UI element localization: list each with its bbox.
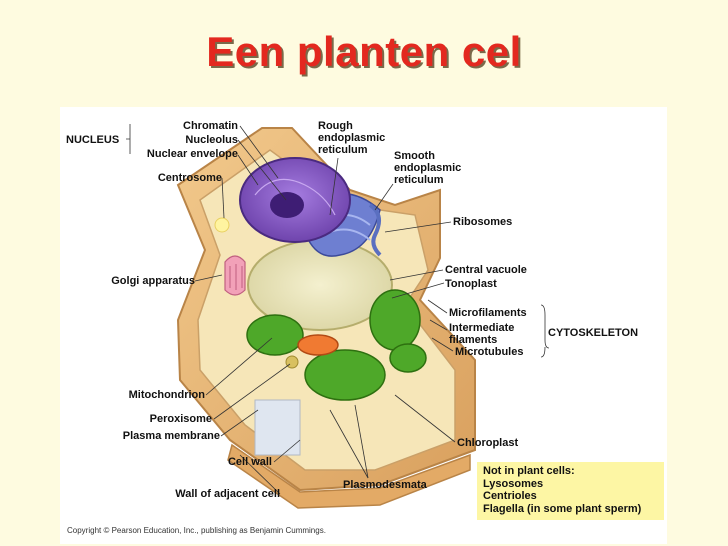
label-rough-er-2: endoplasmic [318, 132, 386, 144]
label-cytoskeleton: CYTOSKELETON [548, 327, 639, 339]
label-nuclear-envelope: Nuclear envelope [146, 148, 238, 160]
note-item: Flagella (in some plant sperm) [483, 502, 642, 515]
label-peroxisome: Peroxisome [149, 413, 212, 425]
label-smooth-er-3: reticulum [394, 174, 444, 186]
copyright-text: Copyright © Pearson Education, Inc., pub… [67, 526, 326, 535]
centrosome-shape [214, 217, 230, 233]
label-tonoplast: Tonoplast [445, 278, 497, 290]
label-microtubules: Microtubules [455, 346, 524, 358]
label-smooth-er-1: Smooth [394, 150, 435, 162]
label-wall-adjacent-cell: Wall of adjacent cell [175, 488, 280, 500]
adjacent-wall-shape [227, 399, 471, 509]
label-intermediate-1: Intermediate [449, 322, 515, 334]
label-rough-er-3: reticulum [318, 144, 368, 156]
golgi-shape [224, 255, 246, 296]
mitochondrion-shape [297, 334, 339, 356]
note-item: Lysosomes [483, 477, 544, 490]
label-chloroplast: Chloroplast [457, 437, 519, 449]
label-rough-er-1: Rough [318, 120, 353, 132]
note-box: Not in plant cells: Lysosomes Centrioles… [477, 462, 664, 520]
label-nucleus: NUCLEUS [66, 134, 120, 146]
label-smooth-er-2: endoplasmic [394, 162, 462, 174]
leader-lines [126, 124, 550, 495]
label-centrosome: Centrosome [157, 172, 222, 184]
label-mitochondrion: Mitochondrion [128, 389, 205, 401]
label-ribosomes: Ribosomes [453, 216, 513, 228]
nucleus-shape [239, 157, 351, 243]
note-heading: Not in plant cells: [483, 465, 575, 477]
label-nucleolus: Nucleolus [185, 134, 238, 146]
label-chromatin: Chromatin [183, 120, 238, 132]
label-cell-wall: Cell wall [227, 456, 272, 468]
label-microfilaments: Microfilaments [449, 307, 527, 319]
peroxisome-shape [285, 355, 299, 369]
label-golgi: Golgi apparatus [111, 275, 195, 287]
label-plasmodesmata: Plasmodesmata [343, 479, 427, 491]
label-plasma-membrane: Plasma membrane [122, 430, 220, 442]
chloroplast-shapes [246, 289, 427, 401]
slide-title: Een planten cel [206, 28, 522, 75]
label-central-vacuole: Central vacuole [445, 264, 527, 276]
label-intermediate-2: filaments [449, 334, 498, 346]
note-item: Centrioles [483, 490, 537, 502]
